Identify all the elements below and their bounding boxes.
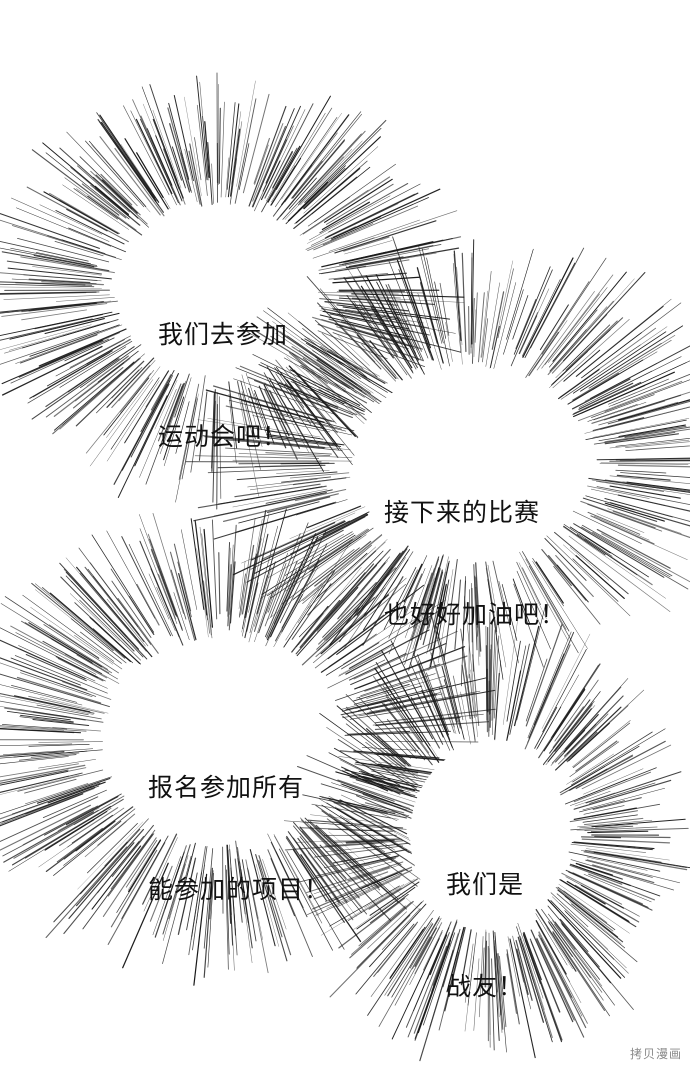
speech-bubble-3: 报名参加所有 能参加的项目！ [148, 703, 330, 975]
speech-bubble-4: 我们是 战友！ [446, 800, 524, 1072]
bubble-4-line-1: 我们是 [446, 868, 524, 902]
bubble-1-line-2: 运动会吧！ [158, 420, 288, 454]
speech-bubble-2: 接下来的比赛 也好好加油吧！ [384, 428, 566, 700]
speech-bubble-1: 我们去参加 运动会吧！ [158, 250, 288, 522]
bubble-4-line-2: 战友！ [446, 970, 524, 1004]
watermark: 拷贝漫画 [630, 1045, 682, 1062]
bubble-3-line-1: 报名参加所有 [148, 771, 330, 805]
bubble-2-line-2: 也好好加油吧！ [384, 598, 566, 632]
bubble-1-line-1: 我们去参加 [158, 318, 288, 352]
bubble-3-line-2: 能参加的项目！ [148, 873, 330, 907]
bubble-2-line-1: 接下来的比赛 [384, 496, 566, 530]
